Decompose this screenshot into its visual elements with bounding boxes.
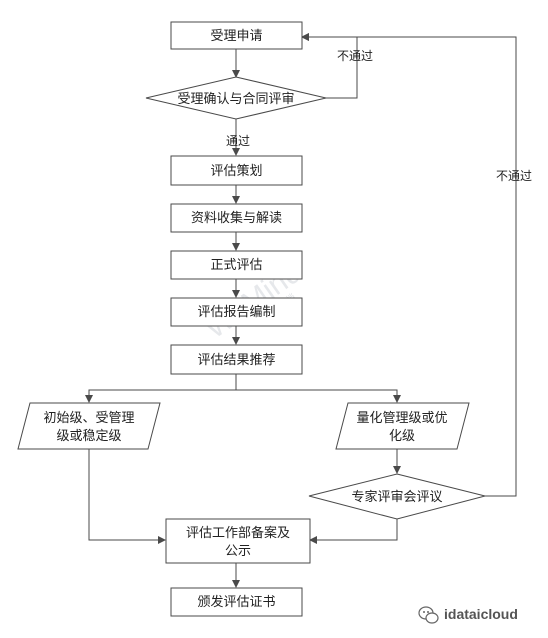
node-initial-level: 初始级、受管理 级或稳定级	[17, 402, 161, 450]
node-recommend: 评估结果推荐	[170, 344, 303, 375]
node-quant-level-line-1: 量化管理级或优	[356, 410, 447, 425]
node-record-publish-line-2: 公示	[225, 543, 251, 558]
wechat-icon	[418, 606, 439, 624]
edge-recommend-to-initial	[85, 374, 237, 403]
edge-expert-fail-loop	[301, 33, 517, 497]
node-accept-apply-label: 受理申请	[210, 28, 262, 43]
node-recommend-label: 评估结果推荐	[197, 352, 275, 367]
node-report-label: 评估报告编制	[197, 304, 275, 319]
node-certificate-label: 颁发评估证书	[197, 594, 275, 609]
node-certificate: 颁发评估证书	[170, 587, 303, 617]
node-quant-level: 量化管理级或优 化级	[335, 402, 470, 450]
edge-label-fail-2: 不通过	[496, 169, 532, 183]
node-initial-level-line-2: 级或稳定级	[56, 428, 121, 443]
edge-initial-to-record	[88, 449, 166, 544]
node-formal: 正式评估	[170, 250, 303, 280]
node-collect: 资料收集与解读	[170, 203, 303, 233]
node-record-publish-line-1: 评估工作部备案及	[186, 525, 290, 540]
brand-text: idataicloud	[444, 606, 518, 622]
node-confirm-review-label: 受理确认与合同评审	[177, 91, 294, 106]
edge-recommend-to-quant	[236, 389, 401, 403]
node-plan: 评估策划	[170, 155, 303, 186]
node-record-publish: 评估工作部备案及 公示	[165, 518, 311, 564]
node-quant-level-line-2: 化级	[389, 428, 415, 443]
node-formal-label: 正式评估	[210, 257, 262, 272]
brand-badge: idataicloud	[418, 606, 518, 624]
edge-label-pass: 通过	[226, 134, 250, 148]
edge-label-fail-1: 不通过	[337, 49, 373, 63]
node-plan-label: 评估策划	[210, 163, 262, 178]
node-confirm-review: 受理确认与合同评审	[145, 76, 327, 120]
edge-expert-to-record	[309, 519, 398, 544]
node-expert-review-label: 专家评审会评议	[351, 489, 442, 504]
node-initial-level-line-1: 初始级、受管理	[43, 410, 134, 425]
node-collect-label: 资料收集与解读	[191, 210, 282, 225]
node-expert-review: 专家评审会评议	[308, 473, 486, 520]
node-report: 评估报告编制	[170, 297, 303, 327]
edge-confirm-fail-loop	[301, 33, 358, 99]
node-accept-apply: 受理申请	[170, 21, 303, 50]
